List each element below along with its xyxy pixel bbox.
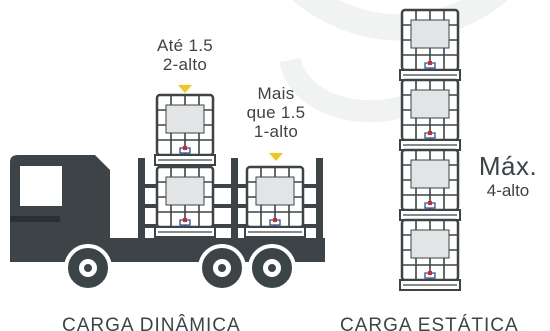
ibc-stack-four-high [398, 8, 462, 292]
ibc-stack-two-high [153, 93, 217, 239]
caption-static-load: CARGA ESTÁTICA [340, 315, 519, 331]
watermark-logo [279, 0, 509, 123]
label-static-max: Máx. 4-alto [478, 151, 538, 201]
caption-dynamic-load: CARGA DINÂMICA [62, 315, 241, 331]
truck-window [20, 166, 62, 206]
label-two-high: Até 1.5 2-alto [157, 36, 213, 75]
ibc-stack-one-high [243, 165, 307, 239]
label-one-high: Mais que 1.5 1-alto [246, 84, 306, 142]
arrow-one-high [269, 153, 283, 161]
truck [10, 155, 325, 292]
truck-wheels [64, 244, 296, 292]
arrow-two-high [178, 85, 192, 93]
